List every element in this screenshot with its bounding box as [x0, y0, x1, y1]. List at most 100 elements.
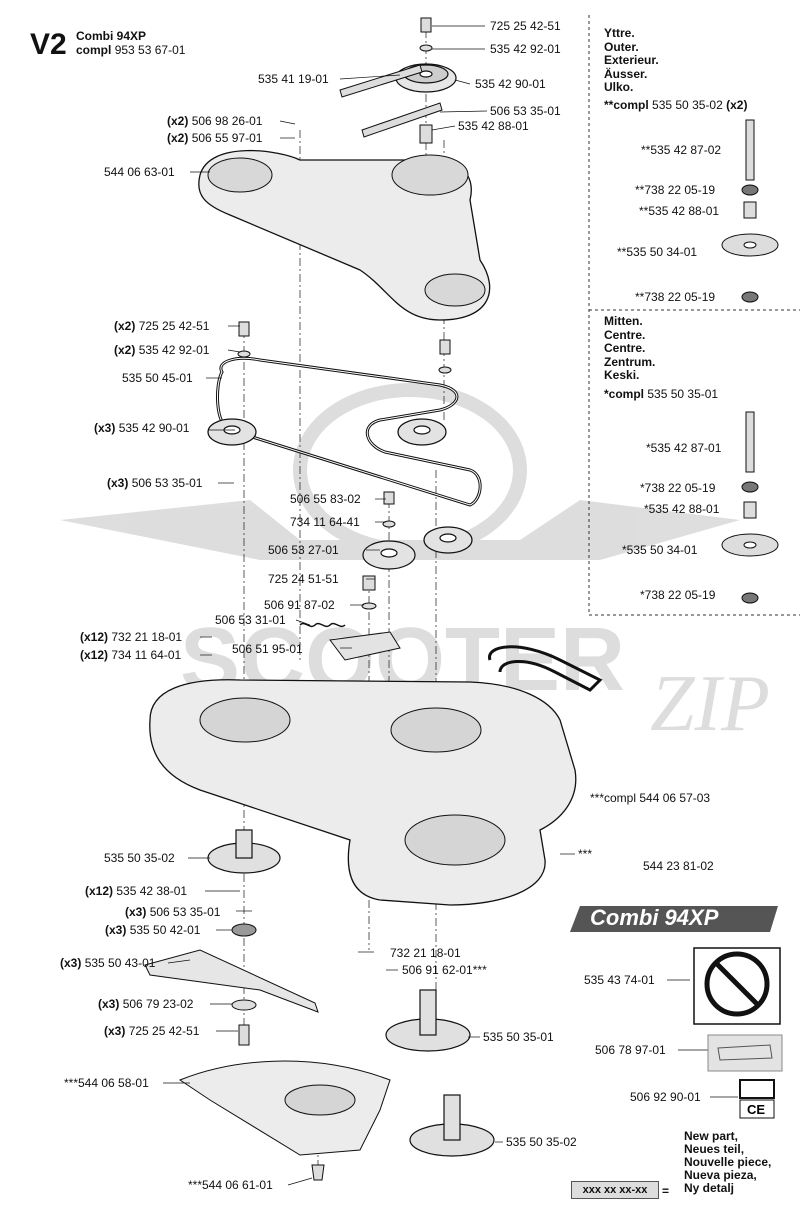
part-label[interactable]: (x3) 535 42 90-01 — [94, 421, 190, 435]
part-label[interactable]: 535 41 19-01 — [258, 72, 329, 86]
bottom-shield — [178, 1060, 391, 1156]
cover-hole-bottom — [424, 273, 486, 307]
part-label[interactable]: 506 53 35-01 — [490, 104, 561, 118]
deck-spindle-hole-left — [199, 697, 291, 743]
ce-mark-text: CE — [747, 1102, 765, 1117]
blade-bolt-icon — [238, 1024, 250, 1046]
outer-part[interactable]: **535 50 34-01 — [617, 245, 698, 259]
deck-spindle-hole-right — [404, 814, 506, 866]
model-banner-text: Combi 94XP — [590, 905, 719, 930]
part-label[interactable]: (x3) 535 50 42-01 — [105, 923, 201, 937]
part-label[interactable]: 725 24 51-51 — [268, 572, 339, 586]
leader-lines — [163, 25, 738, 1186]
part-label[interactable]: 725 25 42-51 — [490, 19, 561, 33]
spacer-washer-icon — [361, 602, 377, 610]
bottom-shield-hole — [284, 1084, 356, 1116]
deck-handle — [488, 645, 603, 692]
outer-heading: Yttre. Outer. Exterieur. Äusser. Ulko. — [604, 26, 659, 94]
watermark-text-2: ZIP — [650, 660, 770, 748]
ce-mark-icon — [739, 1099, 775, 1119]
part-label[interactable]: 544 06 63-01 — [104, 165, 175, 179]
part-label[interactable]: *** — [578, 847, 593, 861]
center-part[interactable]: *738 22 05-19 — [640, 588, 716, 602]
part-label[interactable]: (x3) 506 53 35-01 — [107, 476, 203, 490]
top-key-icon — [339, 64, 423, 98]
part-label[interactable]: (x3) 506 79 23-02 — [98, 997, 194, 1011]
part-label[interactable]: (x3) 535 50 43-01 — [60, 956, 156, 970]
center-part[interactable]: *535 42 88-01 — [644, 502, 720, 516]
outer-part[interactable]: **738 22 05-19 — [635, 290, 716, 304]
part-label[interactable]: 506 51 95-01 — [232, 642, 303, 656]
washer-icon — [237, 350, 251, 358]
part-label[interactable]: 535 50 35-02 — [506, 1135, 577, 1149]
outer-part[interactable]: **738 22 05-19 — [635, 183, 716, 197]
part-label[interactable]: (x2) 506 55 97-01 — [167, 131, 263, 145]
diagram-code: V2 — [30, 28, 67, 61]
part-label[interactable]: ***544 06 58-01 — [64, 1076, 149, 1090]
part-label[interactable]: 506 55 83-02 — [290, 492, 361, 506]
part-label[interactable]: 734 11 64-41 — [290, 515, 360, 529]
part-label[interactable]: (x2) 506 98 26-01 — [167, 114, 263, 128]
tension-spring — [299, 622, 346, 628]
compl-line: compl 953 53 67-01 — [76, 43, 185, 57]
compl-number: 953 53 67-01 — [114, 43, 186, 57]
part-label[interactable]: 535 43 74-01 — [584, 973, 655, 987]
part-label[interactable]: 506 53 31-01 — [215, 613, 286, 627]
top-bolt-icon — [420, 17, 432, 33]
outer-part[interactable]: **535 42 88-01 — [639, 204, 720, 218]
part-label[interactable]: (x3) 725 25 42-51 — [104, 1024, 200, 1038]
part-label[interactable]: 535 50 35-02 — [104, 851, 175, 865]
part-label[interactable]: 535 42 92-01 — [490, 42, 561, 56]
part-label[interactable]: 535 50 45-01 — [122, 371, 193, 385]
part-label[interactable]: 506 53 27-01 — [268, 543, 339, 557]
compl-label: compl — [76, 43, 112, 57]
belt-decal-lines — [717, 1044, 773, 1061]
center-heading: Mitten. Centre. Centre. Zentrum. Keski. — [604, 314, 656, 382]
center-part[interactable]: *535 50 34-01 — [622, 543, 698, 557]
part-label[interactable]: ***544 06 61-01 — [188, 1178, 273, 1192]
bottom-spindles — [207, 829, 495, 1157]
part-label[interactable]: 732 21 18-01 — [390, 946, 461, 960]
part-label[interactable]: 535 42 88-01 — [458, 119, 529, 133]
part-label[interactable]: (x12) 732 21 18-01 — [80, 630, 183, 644]
outer-compl[interactable]: **compl 535 50 35-02 (x2) — [604, 98, 748, 112]
knob-icon — [311, 1164, 325, 1181]
part-label[interactable]: ***compl 544 06 57-03 — [590, 791, 711, 805]
side-panel-border — [588, 15, 800, 616]
part-label[interactable]: (x2) 725 25 42-51 — [114, 319, 210, 333]
blade — [144, 949, 319, 1013]
bolt-icon — [238, 321, 250, 337]
top-spacer-icon — [419, 124, 433, 144]
cover-hole-left — [207, 157, 273, 193]
part-label[interactable]: 506 91 87-02 — [264, 598, 335, 612]
part-label[interactable]: 535 50 35-01 — [483, 1030, 554, 1044]
part-label[interactable]: 506 78 97-01 — [595, 1043, 666, 1057]
manual-icon — [739, 1079, 775, 1099]
spacer-icon — [362, 575, 376, 591]
blade-washer-icon — [231, 999, 257, 1011]
part-label[interactable]: (x12) 535 42 38-01 — [85, 884, 188, 898]
part-label[interactable]: 535 42 90-01 — [475, 77, 546, 91]
part-label[interactable]: (x3) 506 53 35-01 — [125, 905, 221, 919]
tension-arm — [329, 631, 401, 661]
bolt-icon-2 — [439, 339, 451, 355]
part-label[interactable]: 506 92 90-01 — [630, 1090, 701, 1104]
legend-equals: = — [662, 1184, 670, 1198]
deck-spindle-hole-center — [390, 707, 482, 753]
center-part[interactable]: *738 22 05-19 — [640, 481, 716, 495]
belt-decal-icon — [707, 1034, 783, 1072]
part-label[interactable]: 544 23 81-02 — [643, 859, 714, 873]
idler-bolt-icon — [383, 491, 395, 505]
part-label[interactable]: (x2) 535 42 92-01 — [114, 343, 210, 357]
model-banner-bg — [570, 906, 778, 932]
center-part[interactable]: *535 42 87-01 — [646, 441, 722, 455]
part-label[interactable]: 506 91 62-01*** — [402, 963, 487, 977]
outer-part[interactable]: **535 42 87-02 — [641, 143, 722, 157]
new-part-legend: New part, Neues teil, Nouvelle piece, Nu… — [684, 1129, 772, 1195]
center-compl[interactable]: *compl 535 50 35-01 — [604, 387, 719, 401]
washer-icon-2 — [438, 366, 452, 374]
top-pulley — [395, 63, 457, 93]
part-label[interactable]: (x12) 734 11 64-01 — [80, 648, 182, 662]
